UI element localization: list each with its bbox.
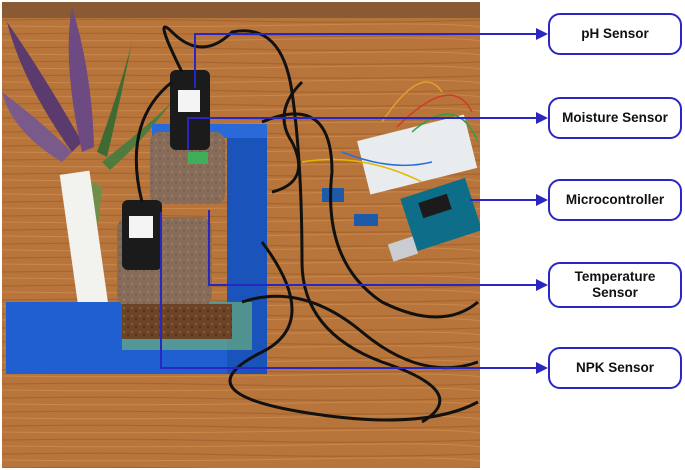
arrowhead-icon xyxy=(536,279,548,291)
moisture-sensor-leader-line xyxy=(187,117,540,150)
arduino-board-icon xyxy=(322,177,480,262)
breadboard-icon xyxy=(357,114,478,195)
arrowhead-icon xyxy=(536,194,548,206)
setup-photo xyxy=(2,2,480,468)
temperature-sensor-label: Temperature Sensor xyxy=(548,262,682,308)
ph-sensor-leader-line xyxy=(194,33,540,88)
moisture-sensor-label: Moisture Sensor xyxy=(548,97,682,139)
ph-sensor-label: pH Sensor xyxy=(548,13,682,55)
temperature-sensor-leader-line xyxy=(208,210,540,286)
npk-sensor-leader-line xyxy=(160,212,540,369)
arrowhead-icon xyxy=(536,362,548,374)
npk-sensor-label: NPK Sensor xyxy=(548,347,682,389)
arrowhead-icon xyxy=(536,112,548,124)
microcontroller-label: Microcontroller xyxy=(548,179,682,221)
setup-photo-illustration xyxy=(2,2,480,468)
arrowhead-icon xyxy=(536,28,548,40)
